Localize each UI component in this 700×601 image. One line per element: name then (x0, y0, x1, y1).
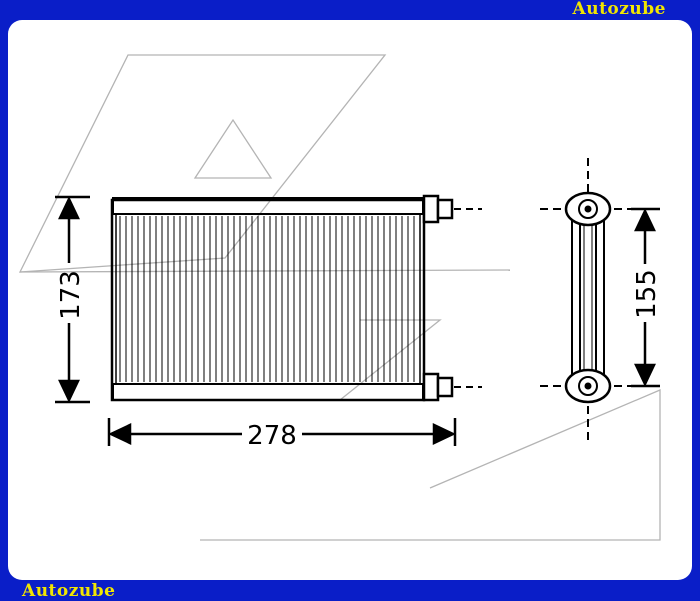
side-height-dimension-label: 155 (632, 269, 662, 319)
pipe-centerlines (454, 208, 482, 388)
outlet-pipe (422, 372, 454, 402)
drawing-panel (8, 20, 692, 580)
radiator-core (110, 197, 426, 402)
height-dimension-line (55, 195, 90, 404)
width-dimension-line (107, 418, 457, 446)
inlet-pipe (422, 194, 454, 224)
side-height-dimension-line (631, 207, 660, 388)
core-fins (119, 216, 415, 382)
width-dimension-label: 278 (247, 421, 297, 451)
side-view (540, 158, 640, 442)
height-dimension-label: 173 (56, 270, 86, 320)
brand-logo-top[interactable]: Autozube (572, 0, 666, 19)
brand-logo-bottom[interactable]: Autozube (22, 581, 116, 601)
watermark (18, 54, 661, 541)
